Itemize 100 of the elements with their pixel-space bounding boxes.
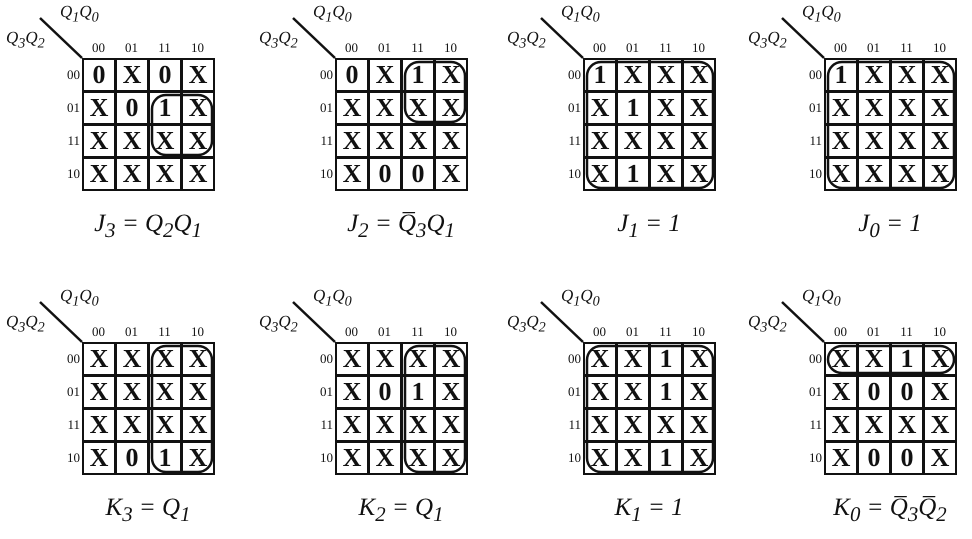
column-header: 01 — [625, 324, 640, 340]
map-cell: X — [824, 91, 858, 125]
map-cell: X — [434, 58, 468, 92]
map-cell: X — [401, 124, 435, 158]
map-cell: X — [434, 441, 468, 475]
map-cell: X — [923, 375, 957, 409]
map-cell: 0 — [890, 375, 924, 409]
map-cell: 0 — [82, 58, 116, 92]
map-cell: X — [82, 375, 116, 409]
column-header: 11 — [899, 324, 914, 340]
map-cell: X — [616, 375, 650, 409]
row-header: 10 — [567, 450, 581, 466]
row-header: 01 — [66, 100, 80, 116]
map-cell: X — [923, 408, 957, 442]
variable-label: Q$_{3}$Q$_{2}$ — [507, 312, 546, 336]
variable-label: Q$_{3}$Q$_{2}$ — [6, 28, 45, 52]
map-cell: X — [148, 342, 182, 376]
row-header: 01 — [319, 100, 333, 116]
map-cell: X — [824, 124, 858, 158]
map-cell: 0 — [401, 157, 435, 191]
map-cell: X — [434, 408, 468, 442]
map-cell: X — [682, 342, 716, 376]
column-header: 01 — [377, 40, 392, 56]
map-cell: X — [401, 408, 435, 442]
map-cell: 0 — [148, 58, 182, 92]
column-header: 11 — [410, 40, 425, 56]
row-header: 01 — [319, 384, 333, 400]
equation: K$_{2}$ = Q$_{1}$ — [357, 494, 444, 527]
equation: J$_{1}$ = 1 — [616, 210, 682, 243]
map-cell: X — [616, 408, 650, 442]
map-cell: X — [890, 408, 924, 442]
column-header: 10 — [932, 324, 947, 340]
row-header: 10 — [319, 166, 333, 182]
map-cell: X — [583, 375, 617, 409]
map-cell: 1 — [824, 58, 858, 92]
variable-label: Q$_{1}$Q$_{0}$ — [802, 286, 841, 310]
map-cell: X — [890, 91, 924, 125]
map-cell: X — [857, 342, 891, 376]
map-cell: X — [82, 91, 116, 125]
variable-label: Q$_{3}$Q$_{2}$ — [748, 28, 787, 52]
map-cell: X — [583, 124, 617, 158]
column-header: 00 — [833, 40, 848, 56]
variable-label: Q$_{1}$Q$_{0}$ — [313, 286, 352, 310]
map-cell: 1 — [583, 58, 617, 92]
map-cell: 1 — [649, 375, 683, 409]
map-cell: X — [583, 91, 617, 125]
map-cell: X — [434, 91, 468, 125]
variable-label: Q$_{3}$Q$_{2}$ — [259, 312, 298, 336]
column-header: 10 — [190, 324, 205, 340]
map-cell: X — [368, 91, 402, 125]
map-cell: X — [181, 342, 215, 376]
column-header: 11 — [658, 324, 673, 340]
map-cell: X — [368, 58, 402, 92]
map-cell: X — [824, 441, 858, 475]
map-cell: X — [682, 157, 716, 191]
map-cell: 1 — [649, 441, 683, 475]
map-cell: X — [181, 91, 215, 125]
map-cell: 1 — [890, 342, 924, 376]
row-header: 11 — [66, 417, 80, 433]
map-cell: X — [335, 91, 369, 125]
row-header: 00 — [808, 351, 822, 367]
map-cell: X — [923, 91, 957, 125]
map-cell: X — [649, 91, 683, 125]
map-cell: X — [923, 157, 957, 191]
variable-label: Q$_{3}$Q$_{2}$ — [259, 28, 298, 52]
map-cell: 0 — [335, 58, 369, 92]
variable-label: Q$_{1}$Q$_{0}$ — [561, 286, 600, 310]
map-cell: 0 — [890, 441, 924, 475]
map-cell: X — [923, 342, 957, 376]
map-cell: X — [115, 342, 149, 376]
map-cell: X — [335, 157, 369, 191]
map-cell: X — [583, 157, 617, 191]
variable-label: Q$_{1}$Q$_{0}$ — [60, 286, 99, 310]
column-header: 01 — [377, 324, 392, 340]
equation: J$_{0}$ = 1 — [857, 210, 923, 243]
map-cell: X — [649, 124, 683, 158]
column-header: 00 — [344, 324, 359, 340]
map-cell: X — [115, 408, 149, 442]
column-header: 00 — [592, 40, 607, 56]
map-cell: X — [148, 124, 182, 158]
column-header: 00 — [91, 40, 106, 56]
map-cell: X — [682, 375, 716, 409]
map-cell: X — [181, 124, 215, 158]
map-cell: X — [368, 342, 402, 376]
map-cell: X — [148, 408, 182, 442]
map-cell: 1 — [616, 157, 650, 191]
map-cell: X — [335, 408, 369, 442]
map-cell: X — [890, 58, 924, 92]
row-header: 11 — [567, 133, 581, 149]
map-cell: X — [824, 342, 858, 376]
map-cell: X — [616, 58, 650, 92]
row-header: 01 — [808, 100, 822, 116]
map-cell: 0 — [368, 375, 402, 409]
map-cell: X — [335, 375, 369, 409]
column-header: 01 — [866, 40, 881, 56]
map-cell: X — [824, 375, 858, 409]
map-cell: X — [857, 157, 891, 191]
map-cell: X — [335, 342, 369, 376]
map-cell: X — [890, 157, 924, 191]
map-cell: X — [682, 441, 716, 475]
